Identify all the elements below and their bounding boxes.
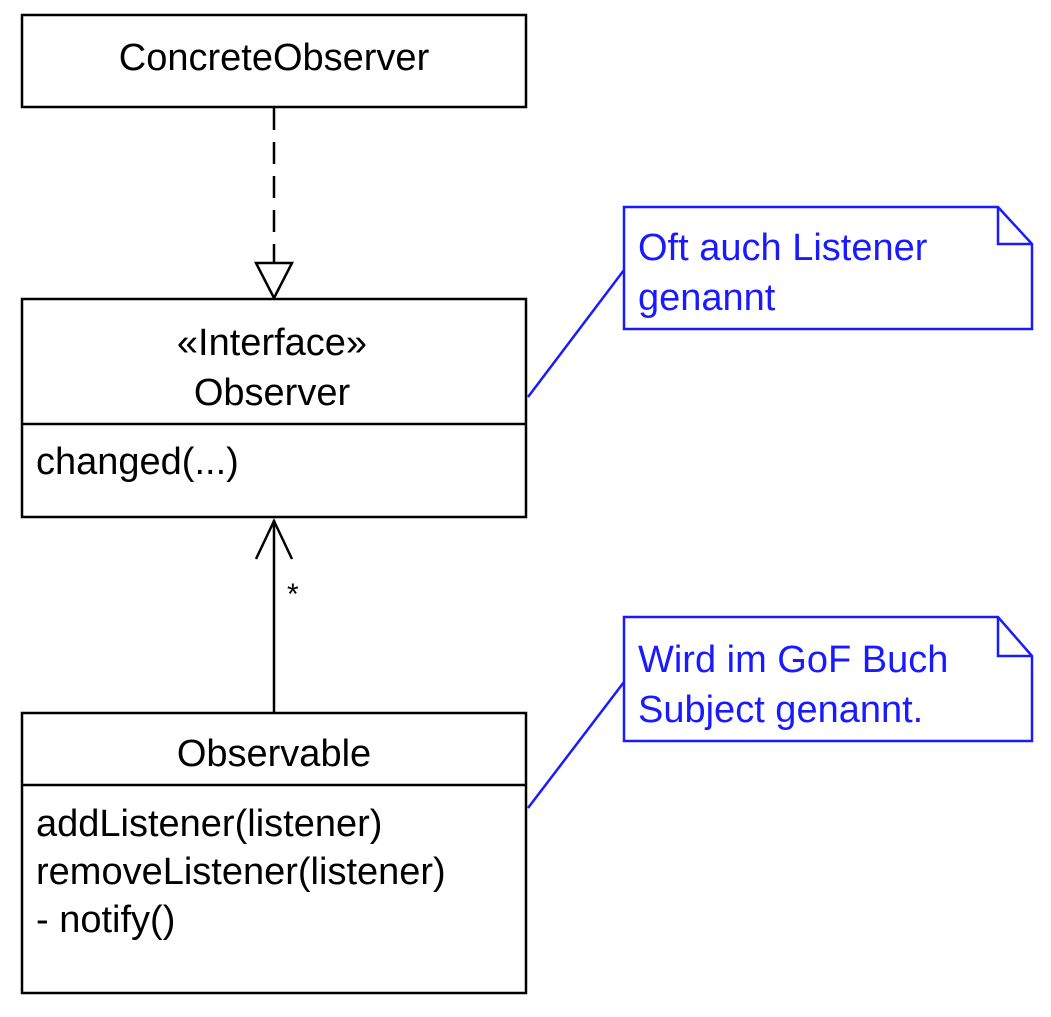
association-relation: * xyxy=(254,518,299,712)
class-observable-operation: - notify() xyxy=(36,899,175,941)
note-listener-anchor-line xyxy=(527,269,625,398)
class-observable-operation: addListener(listener) xyxy=(36,803,382,845)
realization-relation xyxy=(253,108,295,301)
class-observable-operation: removeListener(listener) xyxy=(36,851,446,893)
association-arrowhead-icon xyxy=(254,518,294,560)
class-observer-operation: changed(...) xyxy=(36,441,239,483)
class-concrete-observer[interactable]: ConcreteObserver xyxy=(20,13,528,109)
class-observer-name: Observer xyxy=(194,372,351,414)
note-listener[interactable]: Oft auch Listener genannt xyxy=(527,205,1034,398)
class-observable[interactable]: Observable addListener(listener) removeL… xyxy=(20,711,528,995)
association-multiplicity: * xyxy=(287,578,299,611)
note-subject-fold-icon xyxy=(996,617,1032,658)
note-listener-box xyxy=(622,205,1034,331)
note-listener-line: genannt xyxy=(638,277,776,319)
class-observer-interface[interactable]: «Interface» Observer changed(...) xyxy=(20,297,528,519)
class-concrete-observer-box xyxy=(20,13,528,109)
note-listener-fold-icon xyxy=(996,207,1032,246)
note-listener-line: Oft auch Listener xyxy=(638,227,928,269)
class-observable-box xyxy=(20,711,528,995)
class-concrete-observer-name: ConcreteObserver xyxy=(119,37,430,79)
class-observer-stereotype: «Interface» xyxy=(177,322,367,364)
note-subject-line: Subject genannt. xyxy=(638,689,923,731)
note-subject-box xyxy=(622,615,1034,743)
note-subject-line: Wird im GoF Buch xyxy=(638,639,948,681)
class-observer-box xyxy=(20,297,528,519)
realization-arrowhead-icon xyxy=(253,261,295,301)
class-observable-name: Observable xyxy=(177,733,371,775)
note-subject[interactable]: Wird im GoF Buch Subject genannt. xyxy=(527,615,1034,809)
note-subject-anchor-line xyxy=(527,681,625,809)
